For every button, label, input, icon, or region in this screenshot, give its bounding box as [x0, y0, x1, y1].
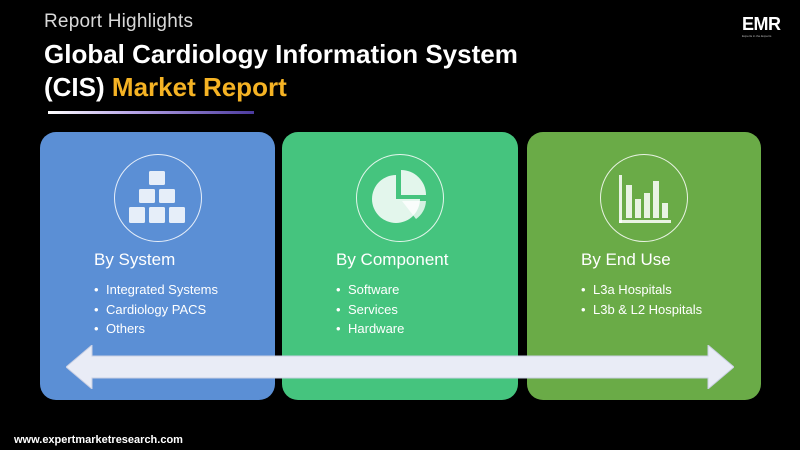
- emr-logo: EMR Experts in the Experts: [742, 10, 790, 38]
- card-list: Software Services Hardware: [336, 280, 404, 339]
- page-title: Global Cardiology Information System (CI…: [44, 38, 604, 104]
- card-list: L3a Hospitals L3b & L2 Hospitals: [581, 280, 702, 319]
- pie-chart-icon-circle: [356, 154, 444, 242]
- bar-chart-icon: [619, 175, 671, 223]
- boxes-icon-circle: [113, 154, 202, 242]
- bar-chart-icon-circle: [600, 154, 688, 242]
- list-item: Software: [336, 280, 404, 300]
- logo-tagline: Experts in the Experts: [742, 34, 772, 38]
- double-arrow-icon: [66, 345, 734, 389]
- card-by-end-use: By End Use L3a Hospitals L3b & L2 Hospit…: [527, 132, 761, 400]
- card-heading: By Component: [336, 250, 449, 269]
- card-list: Integrated Systems Cardiology PACS Other…: [94, 280, 218, 339]
- title-line2-plain: (CIS): [44, 72, 105, 102]
- boxes-icon: [128, 171, 185, 223]
- list-item: Others: [94, 319, 218, 339]
- logo-text: EMR: [742, 14, 781, 34]
- list-item: L3b & L2 Hospitals: [581, 300, 702, 320]
- title-line1: Global Cardiology Information System: [44, 39, 518, 69]
- pie-chart-icon: [372, 170, 426, 223]
- title-line2-accent: Market Report: [111, 72, 287, 102]
- card-heading: By End Use: [581, 250, 671, 269]
- card-by-component: By Component Software Services Hardware: [282, 132, 518, 400]
- report-eyebrow: Report Highlights: [44, 11, 194, 32]
- list-item: Cardiology PACS: [94, 300, 218, 320]
- list-item: Hardware: [336, 319, 404, 339]
- list-item: Integrated Systems: [94, 280, 218, 300]
- footer-website: www.expertmarketresearch.com: [14, 434, 183, 446]
- list-item: Services: [336, 300, 404, 320]
- card-heading: By System: [94, 250, 176, 269]
- title-underline: [48, 111, 254, 114]
- list-item: L3a Hospitals: [581, 280, 702, 300]
